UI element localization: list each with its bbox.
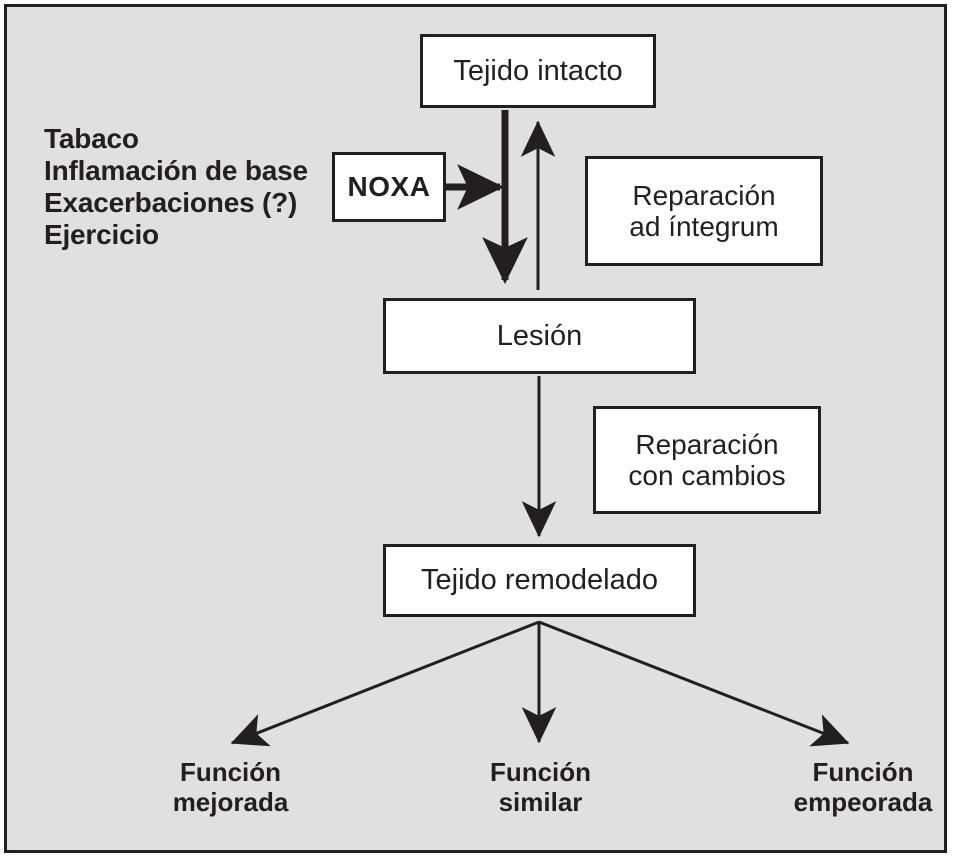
risk-factors-label: Tabaco Inflamación de base Exacerbacione… (44, 123, 308, 250)
node-reparacion-ad-integrum-label: Reparación ad íntegrum (629, 179, 779, 242)
outcome-funcion-empeorada: Función empeorada (793, 757, 933, 818)
outcome-funcion-mejorada: Función mejorada (172, 757, 289, 818)
node-lesion[interactable]: Lesión (383, 298, 696, 374)
outcome-funcion-similar: Función similar (489, 757, 592, 818)
edge-remodelado-to-mejorada (230, 620, 540, 747)
node-noxa-label: NOXA (347, 171, 431, 203)
node-tejido-intacto[interactable]: Tejido intacto (420, 34, 656, 108)
node-tejido-remodelado[interactable]: Tejido remodelado (383, 544, 696, 617)
node-reparacion-ad-integrum[interactable]: Reparación ad íntegrum (585, 156, 823, 266)
node-reparacion-con-cambios-label: Reparación con cambios (628, 428, 786, 491)
node-noxa[interactable]: NOXA (332, 152, 446, 222)
node-reparacion-con-cambios[interactable]: Reparación con cambios (593, 406, 821, 514)
node-lesion-label: Lesión (496, 319, 583, 352)
node-tejido-intacto-label: Tejido intacto (453, 54, 623, 87)
node-tejido-remodelado-label: Tejido remodelado (421, 564, 658, 597)
edge-remodelado-to-empeorada (538, 620, 850, 747)
